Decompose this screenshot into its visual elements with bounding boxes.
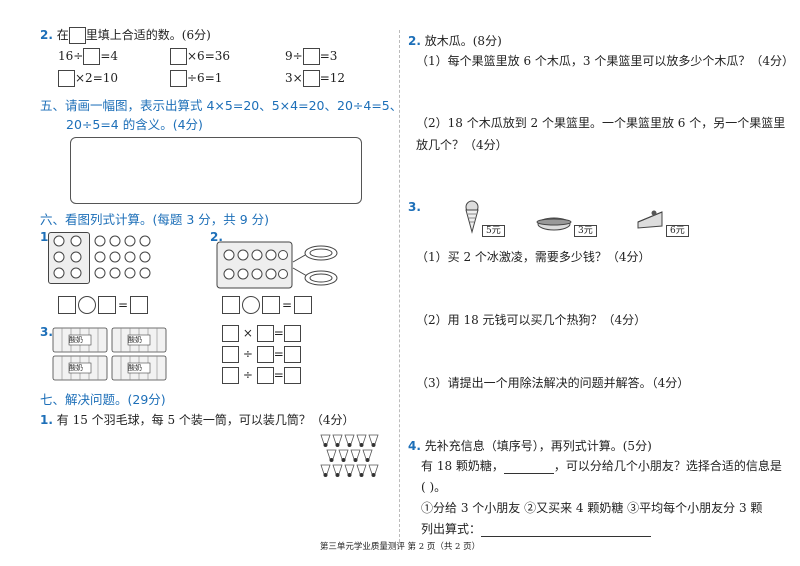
q2-row1-b: ×6=36 (170, 48, 230, 65)
right-q2-part2-line1: （2）18 个木瓜放到 2 个果篮里。一个果篮里放 6 个，另一个果篮里 (416, 116, 786, 130)
right-q4-title: 4. 先补充信息（填序号），再列式计算。(5分) (408, 439, 652, 453)
operator-circle[interactable] (242, 296, 260, 314)
shuttlecock-illustration (320, 434, 379, 477)
right-q2-part1: （1）每个果篮里放 6 个木瓜，3 个果篮里可以放多少个木瓜？（4分） (416, 54, 794, 68)
right-q3-part3: （3）请提出一个用除法解决的问题并解答。（4分） (416, 376, 690, 390)
price-tag-ice-cream: 5元 (482, 222, 505, 237)
item-1-equation: = (58, 296, 149, 314)
item-3-number: 3. (40, 325, 53, 339)
item-2-equation: = (222, 296, 313, 314)
answer-box[interactable] (302, 48, 320, 65)
answer-box[interactable] (130, 296, 149, 314)
yogurt-label: 酸奶 (69, 336, 83, 344)
right-q4-line2: ( )。 (421, 480, 447, 494)
item-2-number: 2. (210, 230, 223, 244)
answer-box[interactable] (222, 296, 240, 314)
q2-row2-c: 3×=12 (285, 70, 346, 87)
yogurt-label: 酸奶 (128, 336, 142, 344)
right-q2-title: 2. 放木瓜。(8分) (408, 34, 502, 48)
item-3-equations: × = ÷ = ÷ = (222, 324, 301, 384)
right-q2-part2-line2: 放几个？（4分） (416, 138, 508, 152)
drawing-area[interactable] (70, 137, 362, 204)
q2-title: 2. 在里填上合适的数。(6分) (40, 27, 211, 44)
sec7-q1: 1. 有 15 个羽毛球，每 5 个装一筒，可以装几筒？（4分） (40, 413, 355, 427)
answer-box[interactable] (222, 367, 239, 384)
answer-box[interactable] (222, 346, 239, 363)
section-7-title: 七、解决问题。(29分) (40, 392, 166, 407)
section-5-title-line1: 五、请画一幅图，表示出算式 4×5=20、5×4=20、20÷4=5、 (40, 98, 403, 113)
answer-box[interactable] (170, 70, 187, 87)
price-tag-hot-dog: 3元 (574, 222, 597, 237)
answer-box[interactable] (58, 70, 75, 87)
answer-box[interactable] (283, 367, 301, 384)
right-q3-part1: （1）买 2 个冰激凌，需要多少钱？（4分） (416, 250, 651, 264)
answer-box[interactable] (68, 27, 86, 44)
answer-box[interactable] (283, 325, 301, 342)
answer-box[interactable] (283, 346, 301, 363)
fill-blank[interactable] (503, 473, 554, 474)
answer-box[interactable] (98, 296, 116, 314)
answer-box[interactable] (222, 325, 239, 342)
answer-box[interactable] (170, 48, 187, 65)
cake-icon (637, 210, 663, 229)
hot-dog-icon (536, 217, 572, 231)
answer-box[interactable] (256, 367, 274, 384)
answer-box[interactable] (256, 346, 274, 363)
operator-circle[interactable] (78, 296, 96, 314)
answer-box[interactable] (302, 70, 320, 87)
right-q4-options: ①分给 3 个小朋友 ②又买来 4 颗奶糖 ③平均每个小朋友分 3 颗 (421, 501, 763, 515)
page-footer: 第三单元学业质量测评 第 2 页（共 2 页） (319, 542, 481, 552)
yogurt-label: 酸奶 (69, 364, 83, 372)
ice-cream-icon (465, 200, 479, 234)
right-q4-formula: 列出算式： (421, 520, 652, 537)
answer-box[interactable] (262, 296, 280, 314)
answer-box[interactable] (58, 296, 76, 314)
formula-answer-line[interactable] (481, 536, 652, 537)
answer-box[interactable] (256, 325, 274, 342)
circle-grid-illustration (53, 235, 151, 279)
answer-box[interactable] (83, 48, 101, 65)
q2-row2-a: ×2=10 (58, 70, 118, 87)
column-divider (399, 30, 400, 542)
q2-row1-a: 16÷=4 (58, 48, 119, 65)
right-q3-part2: （2）用 18 元钱可以买几个热狗？（4分） (416, 313, 647, 327)
answer-box[interactable] (294, 296, 313, 314)
section-6-title: 六、看图列式计算。(每题 3 分，共 9 分) (40, 212, 270, 227)
q2-row2-b: ÷6=1 (170, 70, 222, 87)
right-q3-number: 3. (408, 200, 421, 214)
apple-tray-illustration (216, 241, 338, 289)
yogurt-packs-illustration (52, 327, 167, 381)
section-5-title-line2: 20÷5=4 的含义。(4分) (66, 117, 203, 132)
q2-row1-c: 9÷=3 (285, 48, 338, 65)
right-q4-line1: 有 18 颗奶糖，，可以分给几个小朋友？选择合适的信息是 (421, 459, 782, 474)
price-tag-cake: 6元 (666, 222, 689, 237)
yogurt-label: 酸奶 (128, 364, 142, 372)
